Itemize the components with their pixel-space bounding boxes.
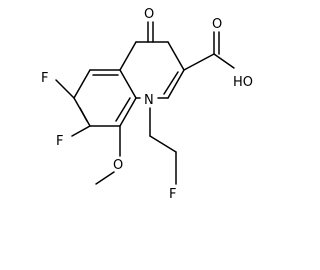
bond	[119, 97, 137, 127]
bond	[95, 171, 115, 185]
bond	[119, 41, 137, 71]
bond	[119, 69, 137, 99]
bond	[167, 41, 185, 71]
bond	[71, 125, 91, 137]
bond	[55, 79, 75, 99]
atom-label-f6: F	[41, 71, 48, 86]
aromatic-bond	[115, 97, 131, 122]
bond	[149, 135, 177, 153]
structure-canvas: F F O O HO N O F	[41, 7, 254, 202]
bond	[213, 53, 235, 69]
atom-label-f7: F	[56, 134, 63, 149]
atom-label-n1: N	[144, 93, 154, 108]
aromatic-bond	[79, 107, 88, 122]
bond	[183, 53, 215, 71]
molecule-structure: F F O O HO N O F	[41, 7, 253, 202]
atom-label-f-ethyl: F	[169, 187, 176, 202]
atom-label-o-methoxy: O	[113, 158, 123, 173]
bond	[167, 69, 185, 99]
atom-label-hydroxyl: HO	[233, 75, 253, 90]
double-bond	[163, 71, 179, 95]
atom-label-o4: O	[144, 7, 154, 22]
atom-label-o-carbonyl: O	[212, 17, 222, 32]
bond	[73, 69, 91, 99]
